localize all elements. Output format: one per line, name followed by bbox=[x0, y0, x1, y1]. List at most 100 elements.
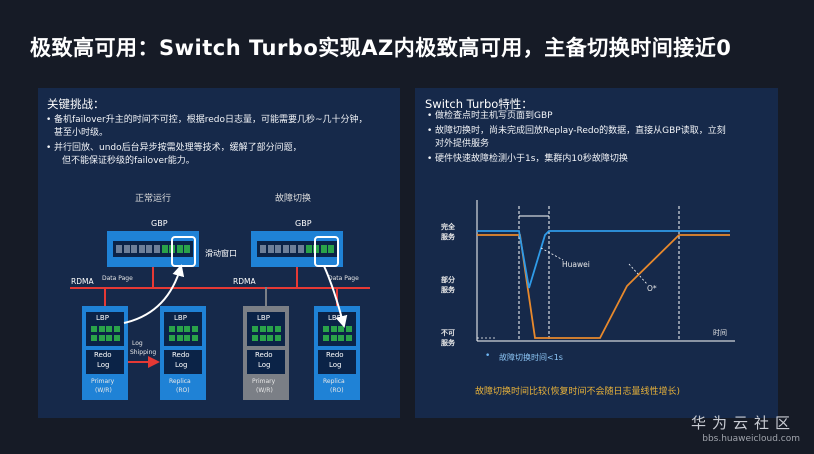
lbp-page-cell bbox=[323, 335, 329, 341]
redo-label: Redo bbox=[326, 351, 344, 359]
gbp-page-strip bbox=[257, 241, 337, 257]
lbp-page-cell bbox=[274, 326, 281, 332]
bullet-dot-icon: • bbox=[427, 111, 433, 121]
lbp-page-cell bbox=[106, 335, 112, 341]
other-label-leader bbox=[628, 263, 648, 285]
lbp-page-cell bbox=[330, 326, 337, 332]
failover-time-note: 故障切换时间<1s bbox=[499, 353, 563, 362]
note-dot-icon: • bbox=[485, 351, 491, 361]
lbp-page-cell bbox=[191, 335, 198, 341]
challenge-bullet-2: •并行回放、undo后台异步按需处理等技术，缓解了部分问题， bbox=[46, 143, 302, 153]
lbp-page-cell bbox=[169, 335, 175, 341]
challenge-bullet-2-cont: 但不能保证秒级的failover能力。 bbox=[62, 156, 195, 166]
redo-label: Redo bbox=[255, 351, 273, 359]
replica-label: Replica bbox=[169, 378, 191, 385]
lbp-page-cell bbox=[176, 335, 183, 341]
lbp-page-cell bbox=[184, 326, 190, 332]
lbp-label: LBP bbox=[174, 314, 187, 322]
primary-label: Primary bbox=[252, 378, 276, 385]
lbp-page-cell bbox=[91, 335, 97, 341]
gbp-page-cell bbox=[290, 245, 297, 253]
gbp-page-strip bbox=[113, 241, 193, 257]
sliding-window-label: 滑动窗口 bbox=[205, 249, 237, 258]
data-page-label-normal: Data Page bbox=[102, 275, 133, 282]
normal-run-label: 正常运行 bbox=[135, 194, 172, 204]
other-series-line bbox=[477, 234, 730, 339]
y-label-partial-2: 服务 bbox=[441, 286, 455, 294]
failover-label: 故障切换 bbox=[275, 194, 312, 204]
primary-label: Primary bbox=[91, 378, 115, 385]
redo-log-block bbox=[247, 350, 285, 374]
primary-mode-label: (W/R) bbox=[256, 387, 273, 394]
lbp-page-cell bbox=[191, 326, 198, 332]
redo-label: Redo bbox=[94, 351, 112, 359]
gbp-page-cell bbox=[328, 245, 335, 253]
data-page-label-failover: Data Page bbox=[328, 275, 359, 282]
lbp-label: LBP bbox=[257, 314, 270, 322]
huawei-series-label: Huawei bbox=[562, 260, 590, 269]
challenge-bullet-1-cont: 甚至小时级。 bbox=[54, 128, 109, 138]
gbp-page-cell bbox=[123, 245, 130, 253]
features-heading: Switch Turbo特性： bbox=[425, 97, 533, 111]
log-label: Log bbox=[258, 361, 271, 369]
lbp-page-cell bbox=[267, 335, 273, 341]
rdma-link bbox=[70, 287, 370, 289]
gbp-read-arrow bbox=[323, 265, 348, 328]
rdma-label-failover: RDMA bbox=[233, 277, 256, 286]
redo-label: Redo bbox=[172, 351, 190, 359]
gbp-page-cell bbox=[161, 245, 168, 253]
gbp-page-cell bbox=[154, 245, 160, 253]
feature-bullet-2-cont: 对外提供服务 bbox=[435, 139, 490, 149]
lbp-page-cell bbox=[252, 326, 258, 332]
y-label-unavailable-2: 服务 bbox=[441, 339, 455, 347]
huawei-label-leader bbox=[540, 247, 564, 261]
lbp-page-cell bbox=[91, 326, 97, 332]
gbp-page-cell bbox=[320, 245, 327, 253]
challenges-heading: 关键挑战： bbox=[47, 97, 105, 111]
lbp-page-cell bbox=[267, 326, 273, 332]
redo-log-block bbox=[164, 350, 202, 374]
huawei-series-line bbox=[477, 230, 730, 289]
gbp-page-cell bbox=[131, 245, 138, 253]
y-label-full-2: 服务 bbox=[441, 233, 455, 241]
lbp-page-cell bbox=[176, 326, 183, 332]
gbp-page-cell bbox=[184, 245, 191, 253]
y-label-full-1: 完全 bbox=[441, 223, 455, 231]
lbp-label: LBP bbox=[96, 314, 109, 322]
lbp-page-cell bbox=[259, 326, 266, 332]
lbp-block bbox=[318, 312, 356, 346]
gbp-page-cell bbox=[275, 245, 282, 253]
lbp-page-cell bbox=[323, 326, 329, 332]
log-label: Log bbox=[175, 361, 188, 369]
replica-mode-label: (RO) bbox=[176, 387, 190, 394]
feature-bullet-2: •故障切换时，尚未完成回放Replay-Redo的数据，直接从GBP读取，立刻 bbox=[427, 126, 726, 136]
log-shipping-label-1: Log bbox=[132, 340, 143, 347]
y-label-unavailable-1: 不可 bbox=[441, 329, 455, 337]
recovery-chart bbox=[476, 200, 735, 342]
feature-bullet-3: •硬件快速故障检测小于1s，集群内10秒故障切换 bbox=[427, 154, 628, 164]
lbp-block bbox=[86, 312, 124, 346]
sliding-window-marker bbox=[314, 236, 339, 267]
log-shipping-label-2: Shipping bbox=[130, 349, 157, 356]
x-axis-label: 时间 bbox=[713, 329, 727, 337]
bullet-dot-icon: • bbox=[427, 154, 433, 164]
switch-turbo-panel: Switch Turbo特性： •做检查点时主机写页面到GBP •故障切换时，尚… bbox=[415, 88, 778, 418]
lbp-page-cell bbox=[113, 335, 120, 341]
watermark-url: bbs.huaweicloud.com bbox=[702, 434, 800, 444]
lbp-page-cell bbox=[106, 326, 112, 332]
gbp-page-cell bbox=[176, 245, 183, 253]
redo-log-block bbox=[86, 350, 124, 374]
lbp-page-cell bbox=[345, 335, 352, 341]
lbp-page-cell bbox=[330, 335, 337, 341]
lbp-page-cell bbox=[274, 335, 281, 341]
lbp-page-cell bbox=[98, 326, 105, 332]
lbp-page-cell bbox=[98, 335, 105, 341]
log-label: Log bbox=[97, 361, 110, 369]
lbp-page-cell bbox=[252, 335, 258, 341]
lbp-page-cell bbox=[113, 326, 120, 332]
gbp-page-cell bbox=[116, 245, 122, 253]
primary-mode-label: (W/R) bbox=[95, 387, 112, 394]
diagram-arrows bbox=[104, 264, 348, 368]
slide-title: 极致高可用：Switch Turbo实现AZ内极致高可用，主备切换时间接近0 bbox=[30, 36, 732, 60]
gbp-page-cell bbox=[260, 245, 266, 253]
